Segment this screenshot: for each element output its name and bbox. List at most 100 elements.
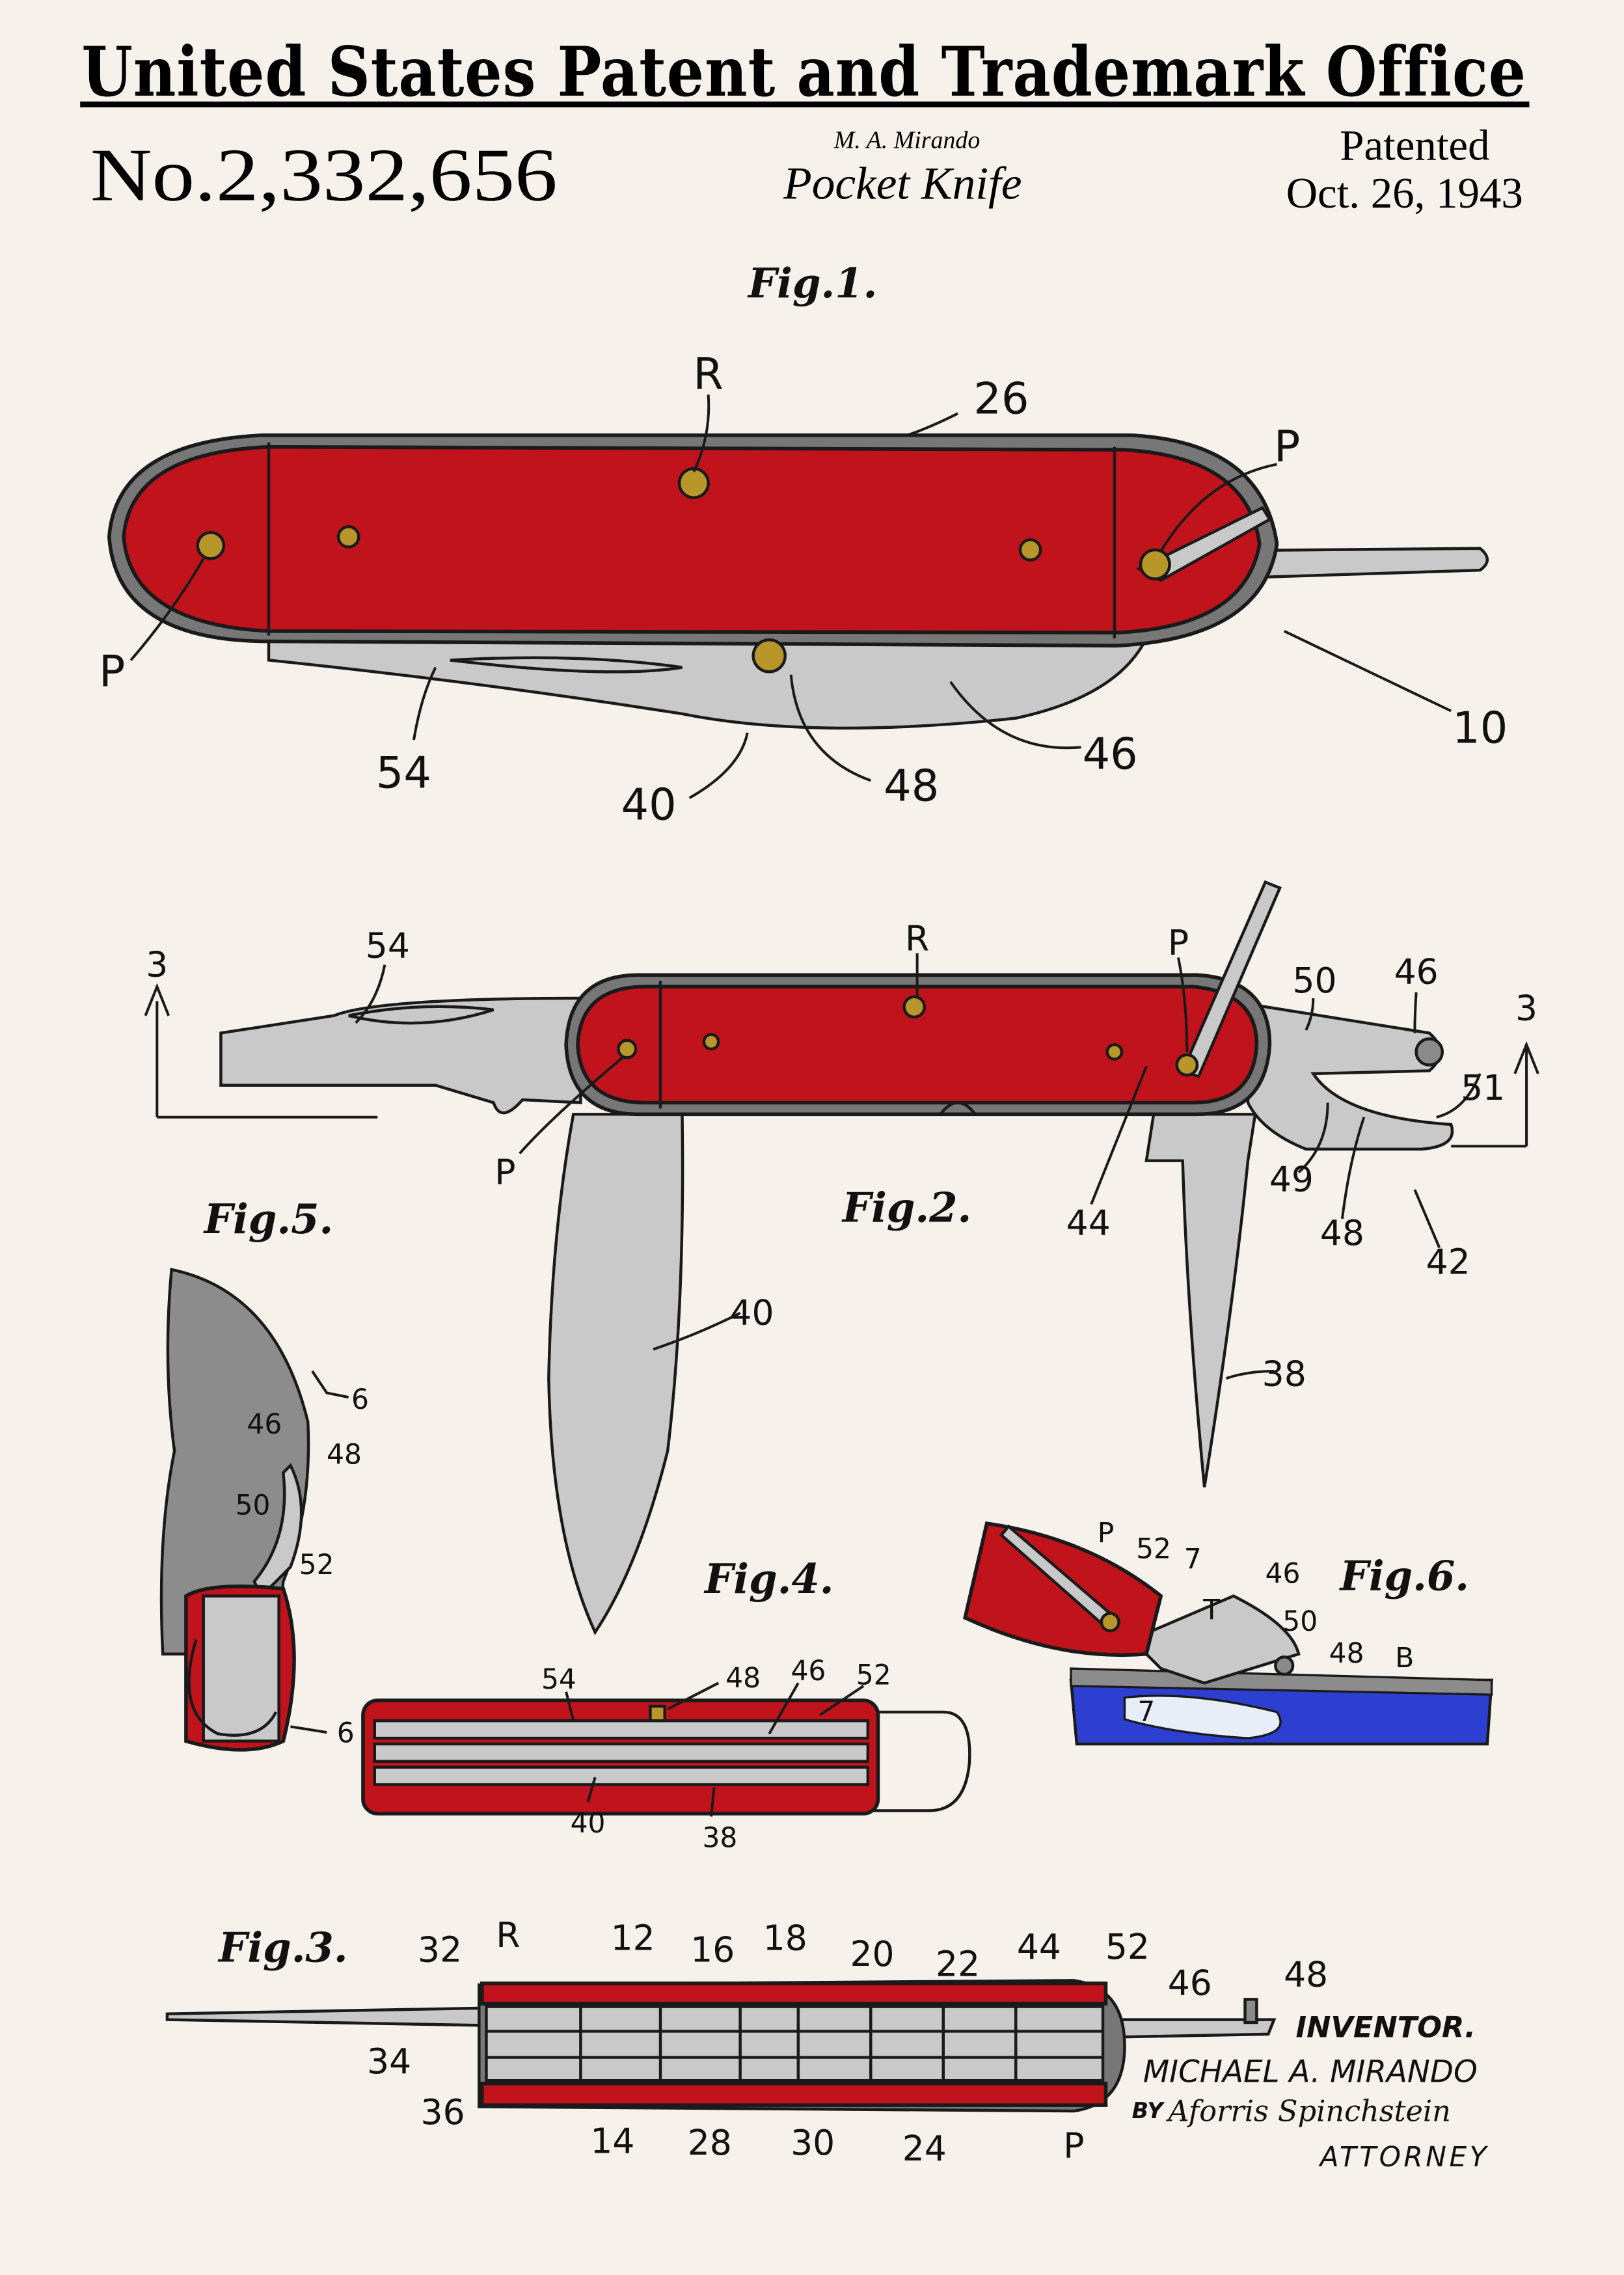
fig2-rivet — [1105, 1043, 1124, 1061]
fig1-leader-lines — [129, 394, 1452, 800]
fig3-label: P — [1063, 2125, 1084, 2166]
fig5-label: 52 — [299, 1549, 334, 1581]
inventor-heading: INVENTOR. — [1296, 2010, 1476, 2044]
fig1-blade-slot — [450, 656, 683, 674]
title-rule — [80, 102, 1530, 107]
invention-title: Pocket Knife — [783, 157, 1022, 209]
fig2-handle — [576, 985, 1259, 1105]
patent-date: Oct. 26, 1943 — [1286, 169, 1523, 217]
fig4-label: 46 — [791, 1655, 826, 1687]
fig6-label: 52 — [1136, 1533, 1171, 1565]
inventor-short: M. A. Mirando — [833, 126, 981, 154]
figure-1: Fig.1. R 26 P P 10 54 40 48 46 — [99, 259, 1508, 830]
fig3-label: 20 — [850, 1933, 894, 1974]
fig3-label: 18 — [763, 1918, 807, 1959]
fig4-caption: Fig.4. — [703, 1555, 834, 1603]
fig1-pin — [1139, 548, 1171, 580]
fig6-label: 48 — [1329, 1637, 1364, 1669]
fig5-label: 50 — [236, 1490, 271, 1521]
fig3-label: 34 — [367, 2041, 411, 2082]
fig2-label: P — [1168, 922, 1189, 963]
patented-label: Patented — [1340, 121, 1489, 169]
fig2-label: 54 — [366, 925, 410, 966]
fig3-caption: Fig.3. — [217, 1923, 348, 1971]
fig4-label: 40 — [571, 1807, 606, 1839]
fig3-label: 28 — [688, 2122, 732, 2163]
fig2-label: 44 — [1066, 1202, 1111, 1243]
fig5-label: 48 — [327, 1439, 362, 1471]
fig4-label: 38 — [702, 1821, 737, 1853]
fig2-label: P — [494, 1151, 515, 1192]
fig5-label: 46 — [247, 1408, 282, 1440]
patent-number: No.2,332,656 — [90, 134, 558, 217]
inventor-name: MICHAEL A. MIRANDO — [1143, 2054, 1478, 2090]
fig2-caption: Fig.2. — [841, 1183, 972, 1231]
fig5-caption: Fig.5. — [203, 1195, 334, 1243]
fig2-label: 46 — [1394, 951, 1439, 992]
fig2-blade-40 — [547, 1113, 684, 1635]
fig2-slot — [348, 1005, 494, 1025]
fig1-label: 26 — [973, 373, 1029, 424]
fig1-nail-nick-48 — [751, 638, 787, 674]
fig3-label: 24 — [902, 2128, 947, 2169]
figure-3: Fig.3. 32 R 12 16 18 20 22 44 52 46 48 3… — [165, 1914, 1328, 2169]
fig1-rivet — [336, 525, 360, 549]
fig6-label: P — [1098, 1517, 1115, 1549]
fig1-label: 54 — [376, 748, 431, 798]
fig1-handle — [122, 444, 1262, 634]
fig2-rivet-48 — [1414, 1037, 1444, 1067]
fig3-label: R — [496, 1914, 520, 1955]
fig1-label: P — [99, 646, 125, 697]
fig5-label: 6 — [351, 1383, 369, 1415]
fig2-blade-38 — [1144, 1113, 1257, 1488]
fig2-label: 3 — [1515, 987, 1537, 1028]
fig3-label: 48 — [1284, 1954, 1328, 1995]
figure-2: Fig.2. 3 54 R P 50 46 3 51 P 44 49 48 42… — [144, 880, 1539, 1635]
fig3-label: 36 — [421, 2091, 465, 2132]
fig3-label: 12 — [611, 1918, 655, 1959]
fig2-label: 49 — [1269, 1158, 1314, 1199]
by-label: BY — [1132, 2098, 1166, 2123]
fig3-label: 30 — [791, 2122, 835, 2163]
fig2-label: 50 — [1293, 960, 1337, 1001]
fig2-label: 51 — [1461, 1067, 1505, 1108]
fig6-label: 50 — [1282, 1605, 1318, 1637]
fig2-cap-lifter — [219, 996, 582, 1115]
fig6-label: 7 — [1137, 1695, 1155, 1727]
fig3-label: 44 — [1017, 1926, 1061, 1967]
fig6-label: 46 — [1265, 1557, 1301, 1589]
fig2-rivet-r — [902, 995, 927, 1019]
fig6-label: B — [1395, 1642, 1414, 1674]
attorney-label: ATTORNEY — [1318, 2141, 1489, 2173]
fig3-tool-stack — [485, 2005, 1105, 2082]
fig4-tool-layer — [373, 1765, 870, 1786]
fig6-opener — [1129, 1594, 1301, 1685]
fig6-cut-opening — [1123, 1695, 1282, 1739]
fig2-section-line-3-3 — [144, 983, 1539, 1148]
fig2-label: 3 — [146, 944, 168, 985]
fig1-label: 10 — [1452, 703, 1508, 754]
fig4-label: 48 — [725, 1662, 761, 1694]
fig4-label: 54 — [541, 1663, 576, 1695]
fig1-blades — [267, 625, 1149, 730]
fig1-label: 48 — [884, 761, 939, 811]
fig1-caption: Fig.1. — [747, 259, 878, 307]
figure-4: Fig.4. 54 48 46 52 40 38 — [361, 1555, 971, 1853]
fig3-label: 32 — [418, 1929, 462, 1970]
fig2-nail-nick — [939, 1101, 977, 1115]
fig4-leader-lines — [565, 1682, 865, 1817]
fig6-caption: Fig.6. — [1339, 1552, 1470, 1600]
fig6-pin — [1100, 1612, 1120, 1633]
fig5-bail — [187, 1639, 278, 1737]
fig1-rivet — [1018, 538, 1042, 562]
fig5-tools — [202, 1594, 280, 1743]
fig5-label: 6 — [337, 1717, 355, 1749]
fig3-label: 22 — [936, 1944, 980, 1985]
fig2-pin — [1175, 1053, 1199, 1077]
fig5-section-marks — [290, 1370, 349, 1734]
fig1-label: R — [693, 349, 723, 400]
fig2-label: 38 — [1262, 1353, 1306, 1394]
figure-6: Fig.6. P 52 7 46 T 50 48 B 7 — [962, 1517, 1493, 1746]
signature-block: INVENTOR. MICHAEL A. MIRANDO BY Aforris … — [1132, 2010, 1489, 2173]
attorney-signature: Aforris Spinchstein — [1165, 2095, 1451, 2129]
